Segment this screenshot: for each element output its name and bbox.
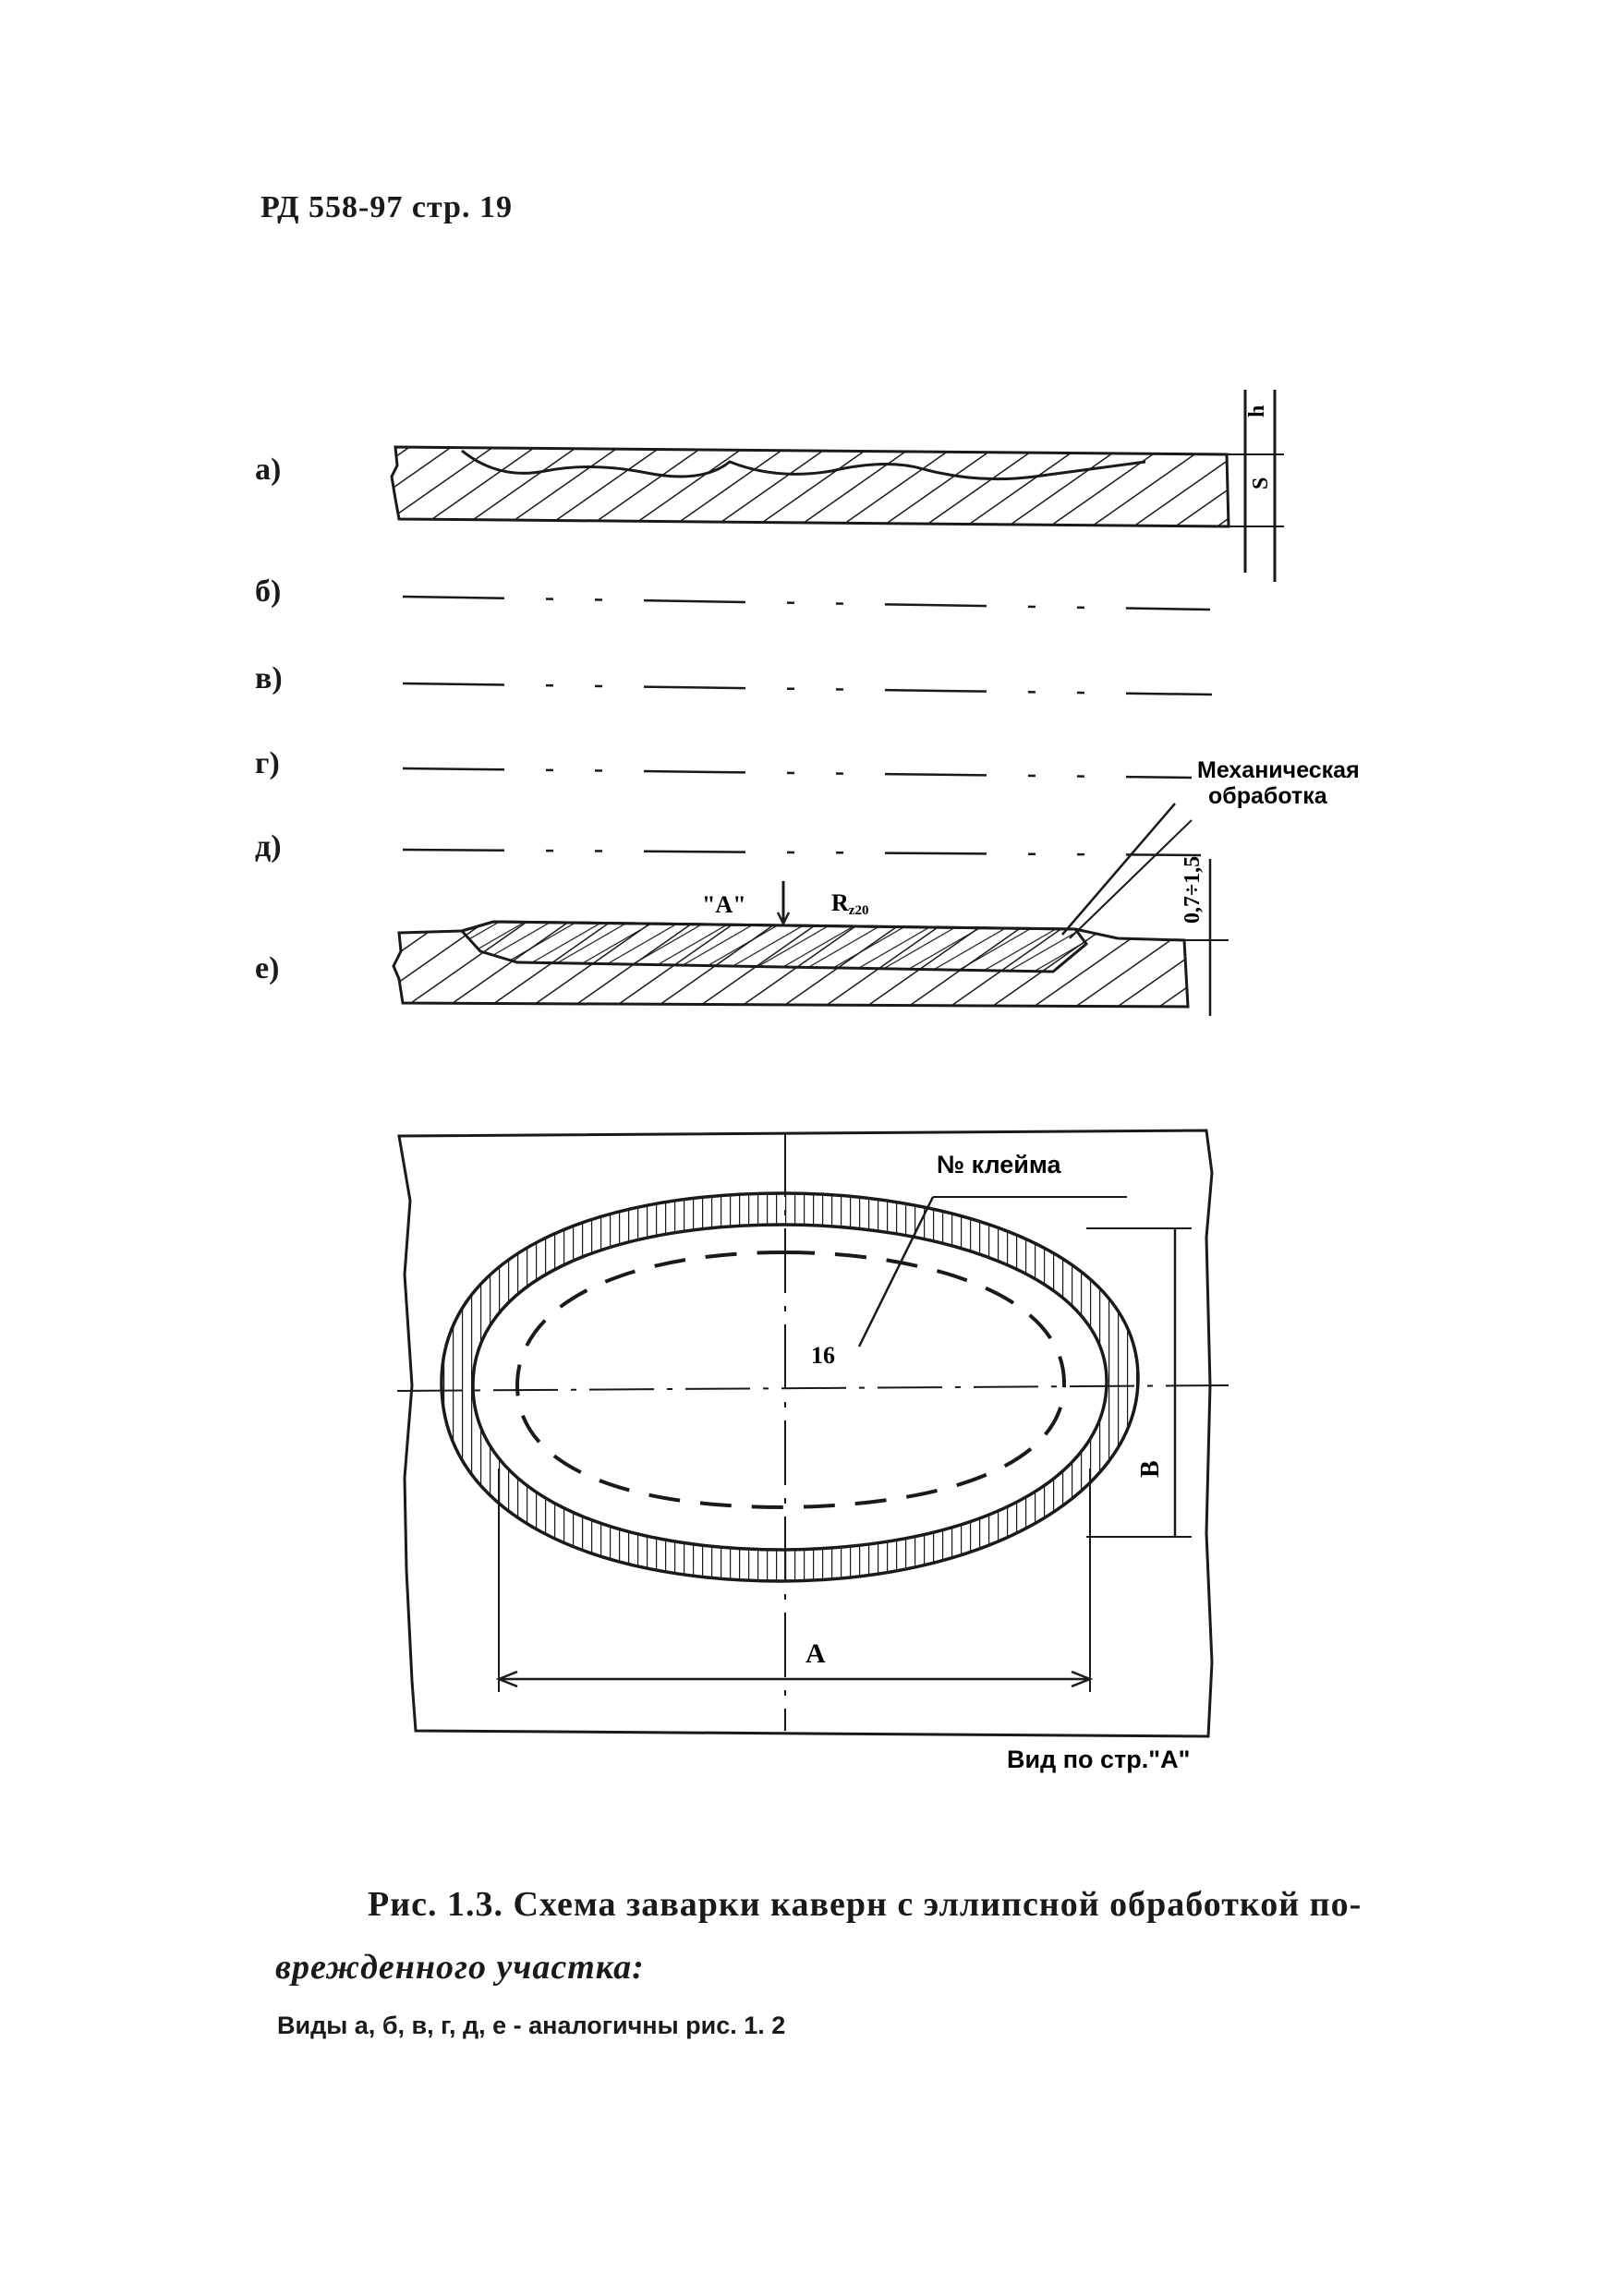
- thickness-label: 0,7÷1,5: [1181, 856, 1205, 924]
- figure-caption-line2: врежденного участка:: [275, 1948, 645, 1987]
- view-arrow-label: "А": [702, 891, 746, 918]
- horizontal-centerline: [396, 1384, 1229, 1392]
- dim-s-label: S: [1249, 477, 1273, 489]
- view-label-e: е): [255, 951, 280, 985]
- plate-outline: [397, 1129, 1214, 1738]
- stamp-leader: [857, 1196, 935, 1347]
- roughness-label: Rz20: [831, 889, 868, 918]
- view-label-d: д): [255, 829, 282, 864]
- view-label-v: в): [255, 661, 283, 695]
- view-label-a: а): [255, 453, 282, 487]
- dim-h-label: h: [1245, 405, 1269, 417]
- view-label-b: б): [255, 574, 282, 609]
- marker-label: 16: [811, 1342, 835, 1369]
- view-dashdot-lines: [402, 595, 1213, 857]
- stamp-label: № клейма: [937, 1151, 1061, 1178]
- dim-b-label: В: [1136, 1460, 1165, 1478]
- view-label-g: г): [255, 746, 280, 780]
- weld-ring: [440, 1191, 1140, 1583]
- machining-label-line1: Механическая: [1197, 757, 1360, 783]
- inner-dashed-contour: [515, 1250, 1067, 1510]
- page-header: РД 558-97 стр. 19: [260, 190, 513, 224]
- figure-note: Виды а, б, в, г, д, е - аналогичны рис. …: [277, 2012, 786, 2039]
- view-e-section: 0,7÷1,5 "А" Rz20: [392, 856, 1229, 1016]
- machining-leader: [1061, 803, 1176, 936]
- machining-leader-2: [1069, 819, 1193, 939]
- ellipse-view: № клейма 16 В А: [396, 1129, 1229, 1738]
- figure-caption-line1: Рис. 1.3. Схема заварки каверн с эллипсн…: [368, 1885, 1363, 1924]
- view-caption: Вид по стр."А": [1007, 1746, 1190, 1773]
- view-a-section: h S: [390, 390, 1284, 582]
- dim-a-label: А: [805, 1638, 826, 1669]
- machining-label-line2: обработка: [1208, 783, 1328, 809]
